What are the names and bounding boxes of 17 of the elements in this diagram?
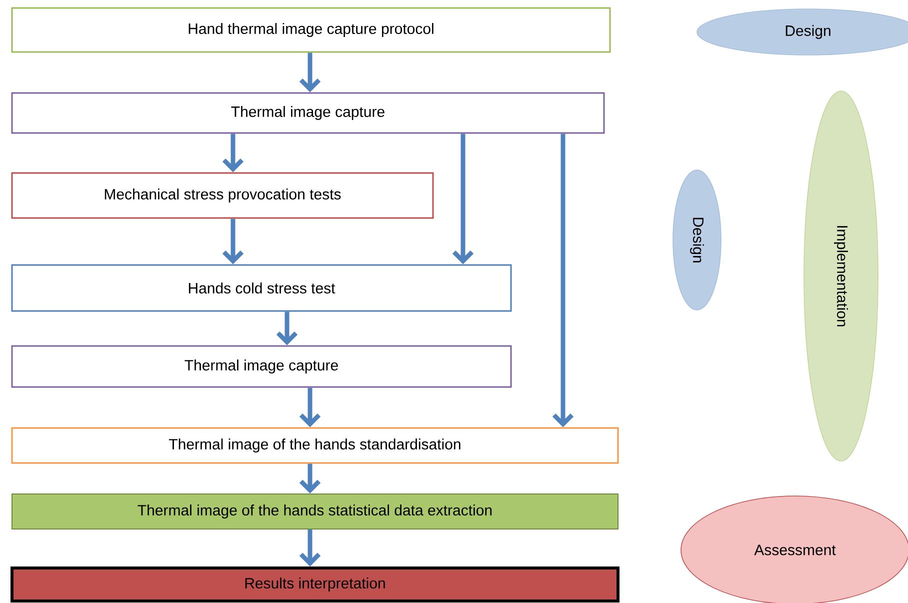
arrow — [299, 464, 321, 494]
arrow — [222, 218, 244, 264]
process-box: Thermal image capture — [11, 345, 512, 388]
arrow — [452, 134, 474, 264]
arrow — [552, 134, 574, 428]
process-box: Thermal image of the hands standardisation — [11, 427, 619, 464]
arrow — [299, 530, 321, 566]
process-box: Hands cold stress test — [11, 264, 512, 312]
arrow — [276, 312, 298, 346]
process-box: Thermal image capture — [11, 92, 605, 134]
process-box: Hand thermal image capture protocol — [11, 7, 611, 53]
process-box: Results interpretation — [10, 566, 620, 602]
arrow — [222, 134, 244, 172]
arrow — [299, 52, 321, 92]
process-box: Thermal image of the hands statistical data extraction — [12, 494, 618, 530]
arrow — [299, 388, 321, 428]
process-box: Mechanical stress provocation tests — [11, 172, 434, 219]
